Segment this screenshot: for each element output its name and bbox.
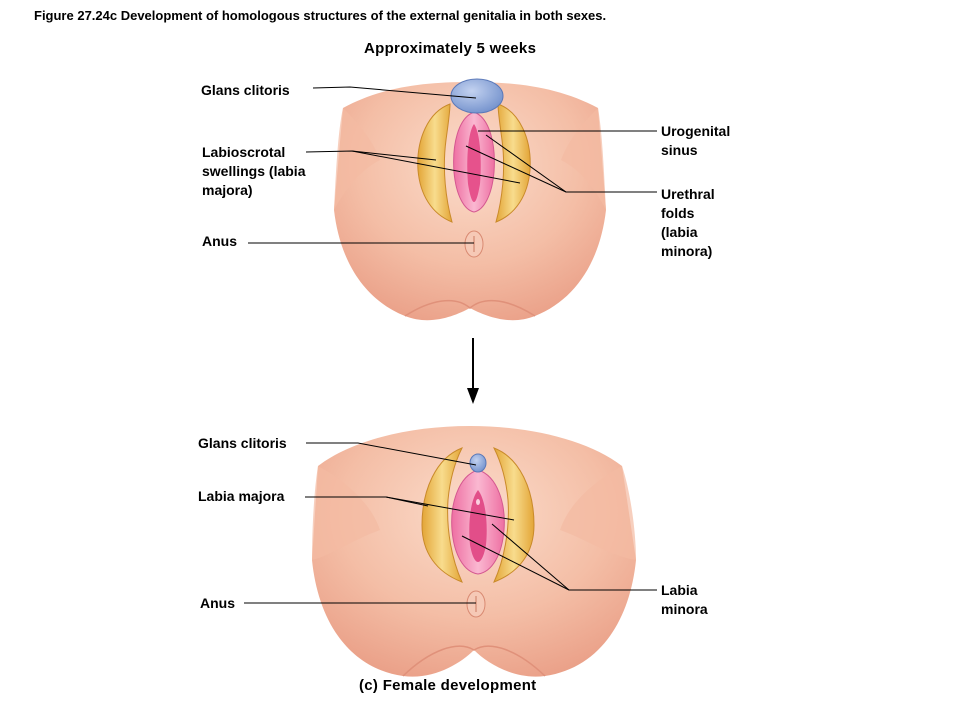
leader-bottom-glans xyxy=(306,442,477,466)
bottom-label-anus: Anus xyxy=(200,595,235,611)
bottom-labia-majora-left xyxy=(421,447,464,583)
leader-bottom-labia-minora-b xyxy=(461,535,570,591)
bottom-glans-clitoris xyxy=(469,453,487,473)
top-thigh-left xyxy=(334,108,380,210)
bottom-buttock-crease xyxy=(402,645,546,677)
top-label-labioscrotal: Labioscrotal swellings (labia majora) xyxy=(202,144,306,198)
top-leader-lines xyxy=(248,86,657,244)
bottom-thigh-left xyxy=(312,466,380,560)
bottom-figure xyxy=(312,426,636,677)
leader-top-labioscrotal-b xyxy=(351,150,521,184)
top-labioscrotal-swelling-right xyxy=(495,103,531,223)
leader-top-glans xyxy=(312,86,477,99)
bottom-thigh-right xyxy=(560,466,636,560)
top-label-urogenital-sinus: Urogenital sinus xyxy=(661,123,731,158)
bottom-label-labia-majora: Labia majora xyxy=(198,488,285,504)
top-buttock-crease xyxy=(404,299,536,317)
top-figure xyxy=(334,78,606,321)
top-labioscrotal-swelling-left xyxy=(417,103,453,223)
bottom-label-labia-minora: Labia minora xyxy=(661,582,708,617)
bottom-label-glans-clitoris: Glans clitoris xyxy=(198,435,287,451)
top-label-glans-clitoris: Glans clitoris xyxy=(201,82,290,98)
bottom-urethral-opening xyxy=(476,499,480,505)
leader-top-urethral-b xyxy=(465,145,567,193)
figure-caption: (c) Female development xyxy=(359,677,537,694)
stage-heading: Approximately 5 weeks xyxy=(364,40,537,57)
top-label-urethral-folds: Urethral folds (labia minora) xyxy=(661,186,715,259)
top-urogenital-sinus xyxy=(467,124,481,202)
down-arrow-icon xyxy=(467,338,479,404)
bottom-vestibule xyxy=(469,490,487,562)
bottom-leader-lines xyxy=(244,442,657,604)
top-thigh-right xyxy=(561,108,606,210)
top-label-anus: Anus xyxy=(202,233,237,249)
figure-title: Figure 27.24c Development of homologous … xyxy=(34,8,607,23)
bottom-labia-majora-right xyxy=(492,447,535,583)
leader-bottom-labia-majora-b xyxy=(385,496,515,521)
